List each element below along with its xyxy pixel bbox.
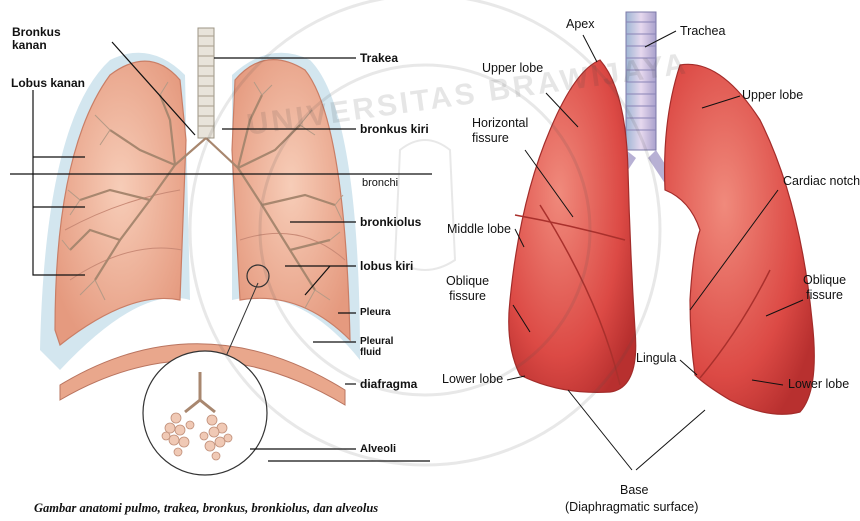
label-trachea: Trachea [680, 24, 725, 39]
label-lower-lobe-left: Lower lobe [788, 377, 849, 392]
label-pleural-fluid: Pleural fluid [360, 336, 393, 358]
label-pleura: Pleura [360, 307, 391, 318]
label-upper-lobe-right: Upper lobe [482, 61, 543, 76]
label-upper-lobe-left: Upper lobe [742, 88, 803, 103]
left-lung-red [665, 64, 815, 414]
label-cardiac-notch: Cardiac notch [783, 174, 860, 189]
label-bronkus-kanan: Bronkus kanan [12, 26, 61, 52]
label-lobus-kiri: lobus kiri [360, 259, 413, 273]
label-lobus-kanan: Lobus kanan [11, 76, 85, 90]
label-oblique-fissure-right: Oblique fissure [446, 274, 489, 304]
label-base: Base [620, 483, 649, 498]
figure-caption: Gambar anatomi pulmo, trakea, bronkus, b… [34, 501, 378, 516]
label-lingula: Lingula [636, 351, 676, 366]
label-alveoli: Alveoli [360, 443, 396, 455]
alveoli-zoom-circle [143, 351, 267, 475]
label-oblique-fissure-left: Oblique fissure [803, 273, 846, 303]
label-bronchi: bronchi [362, 177, 398, 189]
label-diafragma: diafragma [360, 377, 417, 391]
label-apex: Apex [566, 17, 595, 32]
label-trakea: Trakea [360, 51, 398, 65]
trachea-shape [198, 28, 214, 138]
label-base-sub: (Diaphragmatic surface) [565, 500, 698, 515]
label-bronkus-kiri: bronkus kiri [360, 122, 429, 136]
label-middle-lobe: Middle lobe [447, 222, 511, 237]
label-bronkiolus: bronkiolus [360, 215, 421, 229]
label-horizontal-fissure: Horizontal fissure [472, 116, 528, 146]
label-lower-lobe-right: Lower lobe [442, 372, 503, 387]
